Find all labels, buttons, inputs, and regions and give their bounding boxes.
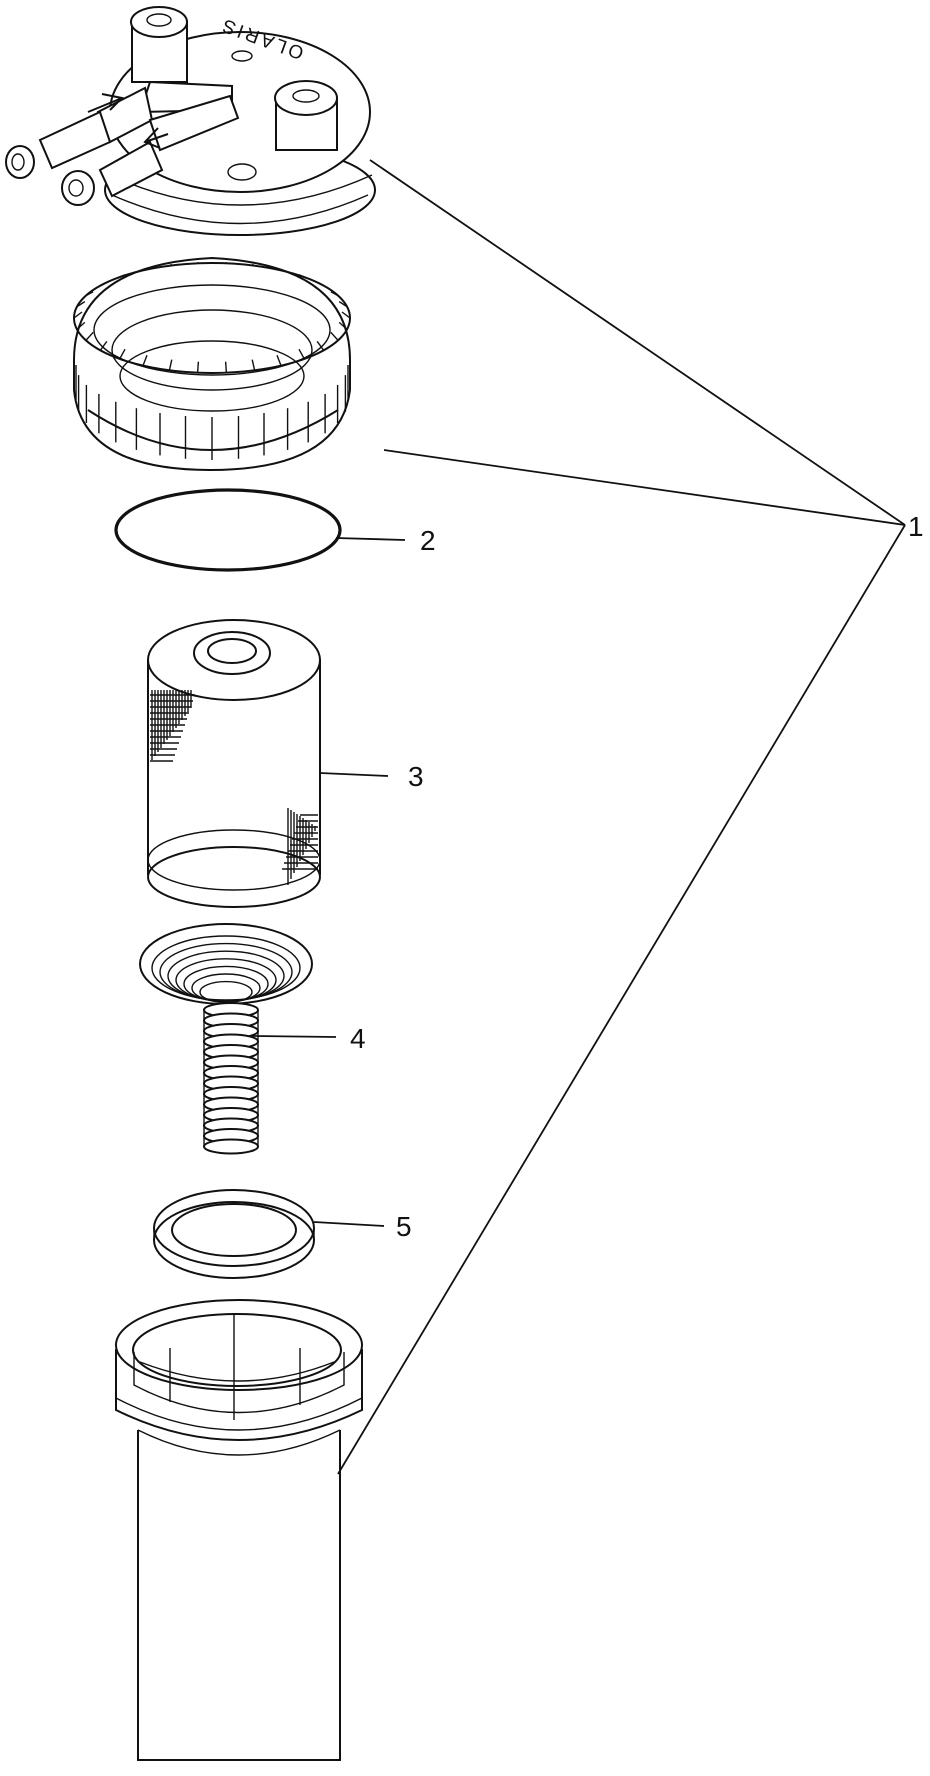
callout-2: 2 [420,525,436,556]
spring-seat [139,923,313,1005]
knurl-ribs [75,365,349,460]
hose-barb-lower [61,94,240,206]
leader-lines [251,159,906,1475]
mounting-post-left [130,6,188,83]
filter-mesh-texture [150,690,195,762]
mounting-post-right [274,80,338,151]
callout-5: 5 [396,1211,412,1242]
callout-3: 3 [408,761,424,792]
filter-head-cap: OLARIS [5,6,376,236]
callout-1: 1 [908,511,924,542]
callout-4: 4 [350,1023,366,1054]
flat-washer [153,1189,315,1279]
seat-concentric-rings [151,935,301,1004]
knurl-teeth-top [73,261,351,373]
coil-spring [203,1002,259,1155]
filter-mesh-texture [282,808,318,885]
filter-bowl [115,1299,363,1761]
o-ring [114,488,342,572]
filter-element [147,619,321,908]
knurled-retaining-ring [73,256,351,472]
